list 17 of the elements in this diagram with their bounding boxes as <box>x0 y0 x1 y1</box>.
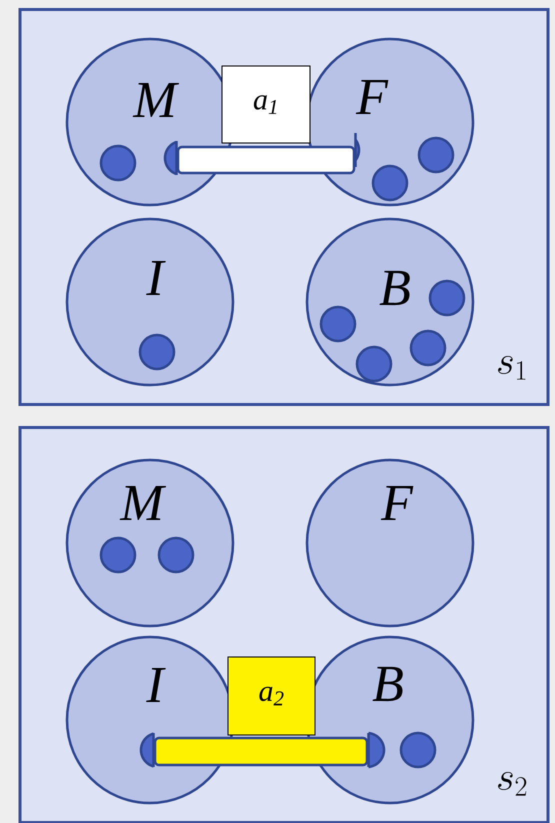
arc-bar <box>176 146 356 174</box>
token-dot <box>320 306 356 342</box>
state-label: $s_2$ <box>498 772 526 796</box>
state-label: $s_1$ <box>498 356 526 380</box>
token-dot <box>410 330 446 366</box>
action-box: a$_{1}$ <box>222 66 310 144</box>
token-dot <box>418 136 454 174</box>
token-dot <box>372 164 408 202</box>
token-dot <box>158 536 194 574</box>
token-dot <box>356 346 392 382</box>
token-dot <box>100 536 136 574</box>
token-dot <box>138 334 176 370</box>
action-box: a$_{2}$ <box>228 656 316 736</box>
token-dot <box>400 732 436 768</box>
arc-bar <box>154 736 368 766</box>
token-dot <box>428 280 466 316</box>
token-dot <box>100 144 136 182</box>
